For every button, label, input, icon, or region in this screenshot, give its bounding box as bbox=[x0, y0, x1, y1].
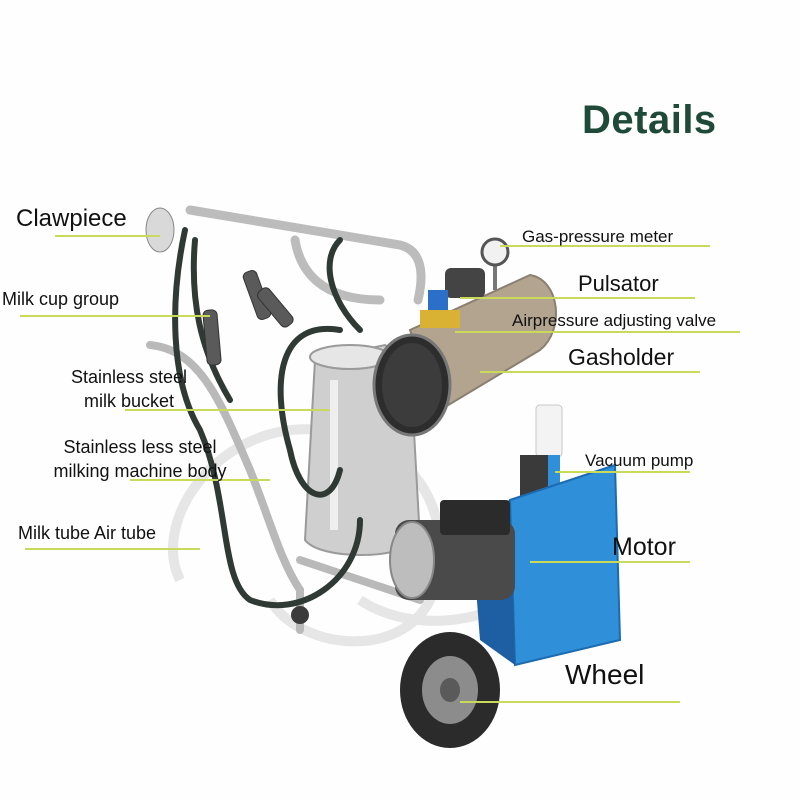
pulsator-assembly bbox=[420, 268, 485, 328]
handle-frame bbox=[185, 205, 426, 305]
label-pulsator: Pulsator bbox=[578, 271, 659, 296]
label-body-line2: milking machine body bbox=[53, 461, 227, 481]
gasholder-tank bbox=[372, 273, 557, 437]
label-motor: Motor bbox=[612, 533, 676, 561]
caster-wheel bbox=[291, 606, 309, 624]
leader-lines bbox=[20, 235, 740, 703]
label-clawpiece: Clawpiece bbox=[16, 205, 127, 232]
label-gasholder: Gasholder bbox=[568, 344, 675, 370]
label-bucket-line2: milk bucket bbox=[83, 391, 175, 411]
hoses bbox=[172, 227, 363, 609]
claw-head bbox=[145, 207, 175, 253]
label-milk-cup-group: Milk cup group bbox=[2, 289, 120, 309]
main-wheel bbox=[400, 632, 500, 748]
vacuum-pump bbox=[520, 404, 563, 500]
label-bucket-line1: Stainless steel bbox=[70, 367, 188, 387]
label-wheel: Wheel bbox=[565, 659, 645, 690]
milk-cups bbox=[202, 270, 294, 366]
electric-motor bbox=[389, 500, 515, 600]
label-airpressure-valve: Airpressure adjusting valve bbox=[512, 311, 717, 330]
label-vacuum-pump: Vacuum pump bbox=[585, 451, 694, 470]
label-body-line1: Stainless less steel bbox=[63, 437, 217, 457]
page-title: Details bbox=[582, 98, 717, 142]
label-milk-tube: Milk tube Air tube bbox=[18, 523, 157, 543]
label-gas-pressure-meter: Gas-pressure meter bbox=[522, 227, 674, 246]
